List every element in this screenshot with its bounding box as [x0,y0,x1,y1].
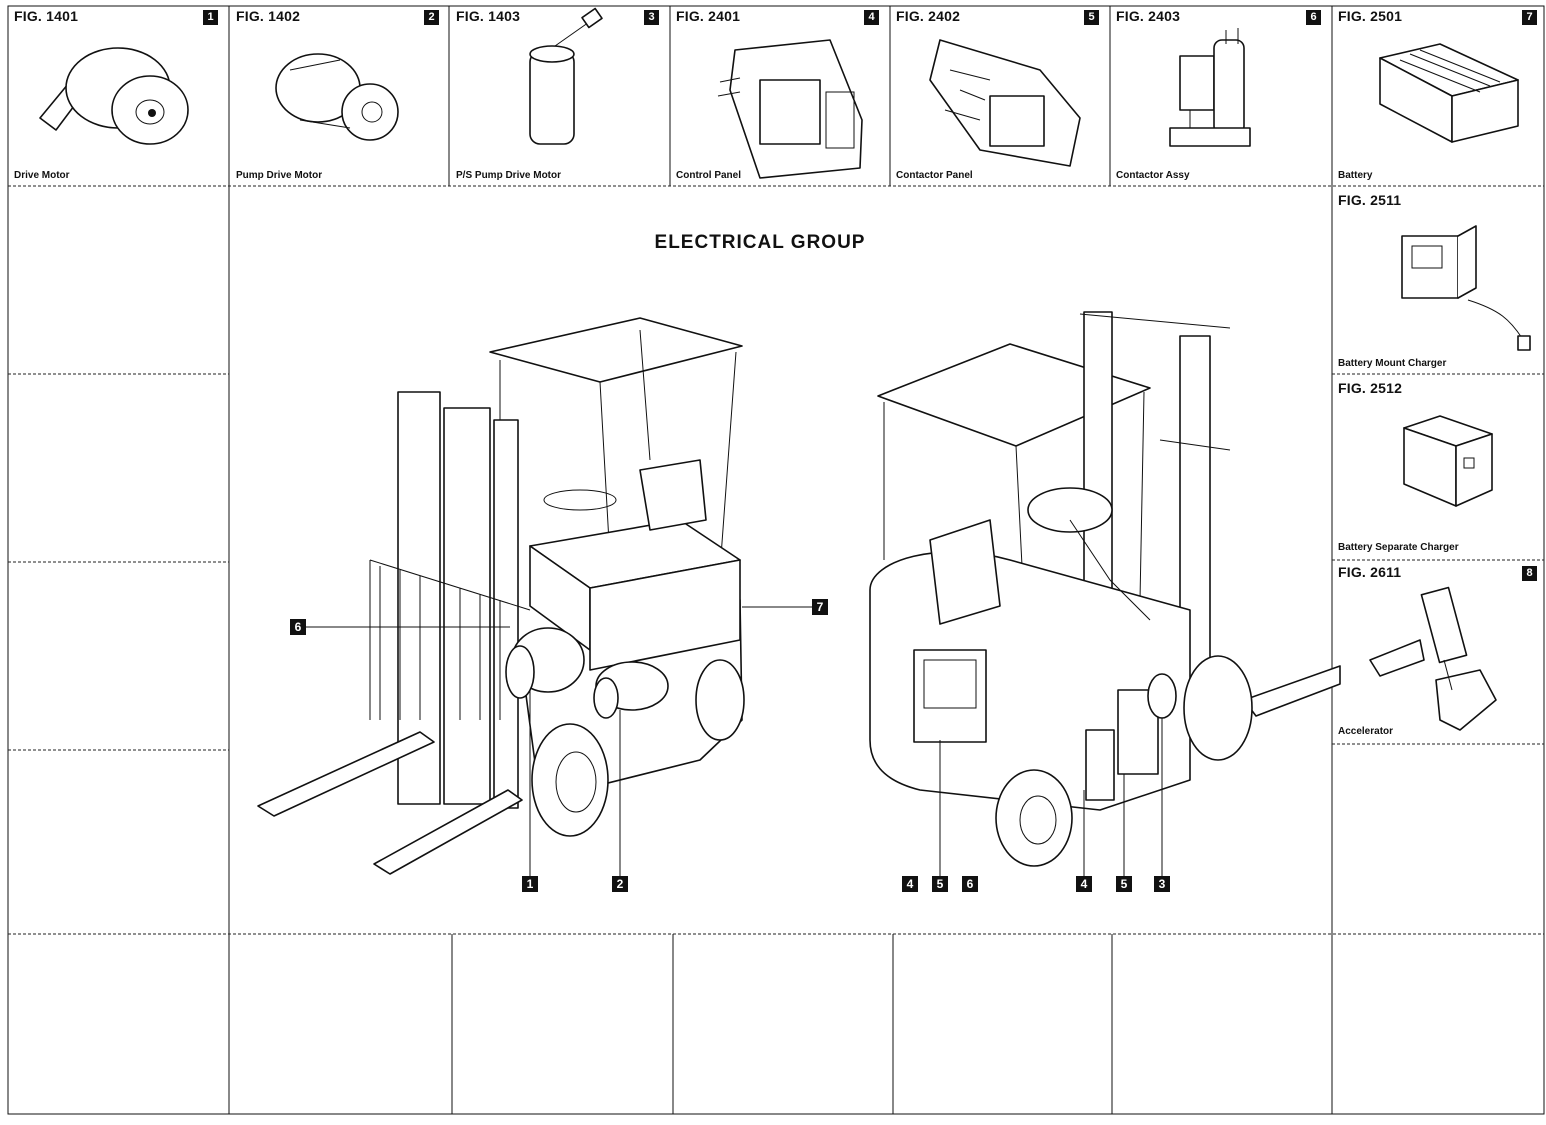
callout-badge: 7 [1522,10,1537,25]
control-panel-illustration [717,39,863,179]
accelerator-illustration [1369,586,1497,731]
figure-caption: Pump Drive Motor [236,170,323,181]
callout-badge: 4 [864,10,879,25]
callout-tag: 2 [612,876,628,892]
battery-separate-charger-illustration [1403,415,1493,507]
figure-caption: Battery Mount Charger [1338,358,1447,369]
fig-label: FIG. 1401 [14,8,79,24]
figure-caption: Accelerator [1338,726,1394,737]
callout-badge: 5 [1084,10,1099,25]
figure-caption: Contactor Assy [1116,170,1190,181]
fig-label: FIG. 2401 [676,8,741,24]
battery-illustration [1379,43,1519,143]
forklift-front-illustration [257,317,812,876]
callout-tag: 6 [290,619,306,635]
fig-label: FIG. 2511 [1338,192,1402,208]
fig-label: FIG. 2403 [1116,8,1181,24]
contactor-panel-illustration [929,39,1081,167]
figure-caption: Battery Separate Charger [1338,542,1459,553]
callout-tag: 3 [1154,876,1170,892]
callout-tag: 5 [1116,876,1132,892]
fig-label: FIG. 2512 [1338,380,1403,396]
contactor-assy-illustration [1169,28,1251,147]
callout-badge: 6 [1306,10,1321,25]
callout-tag: 7 [812,599,828,615]
drive-motor-illustration [39,47,189,145]
callout-tag: 6 [962,876,978,892]
callout-tag: 1 [522,876,538,892]
figure-caption: P/S Pump Drive Motor [456,170,562,181]
callout-badge: 3 [644,10,659,25]
figure-caption: Drive Motor [14,170,70,181]
callout-tag: 4 [1076,876,1092,892]
fig-label: FIG. 2501 [1338,8,1403,24]
diagram-title: ELECTRICAL GROUP [654,232,866,253]
pump-drive-motor-illustration [275,53,399,141]
ps-pump-motor-illustration [529,7,603,145]
forklift-rear-illustration [869,311,1341,876]
fig-label: FIG. 1402 [236,8,301,24]
callout-badge: 2 [424,10,439,25]
callout-badge: 8 [1522,566,1537,581]
fig-label: FIG. 2611 [1338,564,1402,580]
callout-badge: 1 [203,10,218,25]
figure-caption: Control Panel [676,170,742,181]
callout-tag: 4 [902,876,918,892]
callout-tag: 5 [932,876,948,892]
fig-label: FIG. 2402 [896,8,961,24]
battery-mount-charger-illustration [1401,225,1531,351]
figure-caption: Contactor Panel [896,170,973,181]
figure-caption: Battery [1338,170,1373,181]
fig-label: FIG. 1403 [456,8,521,24]
